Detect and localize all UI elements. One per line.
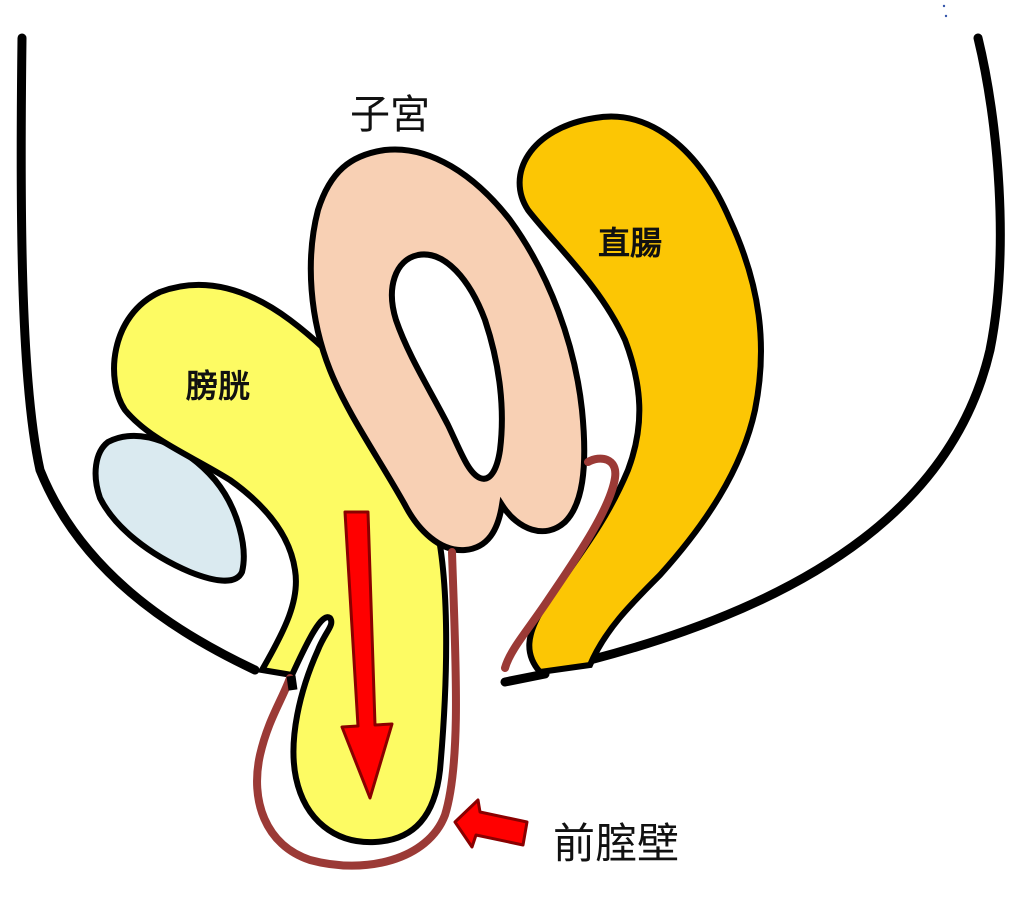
perineal-mark-left [286,675,298,691]
label-rectum: 直腸 [598,224,662,262]
descent-arrow [340,510,394,800]
label-anterior-wall: 前腟壁 [553,819,679,868]
uterus-cavity [388,251,505,482]
corner-dot [944,14,948,18]
label-bladder: 膀胱 [186,367,250,405]
posterior-vaginal-wall [501,454,620,672]
perineal-mark-right [500,669,550,687]
pointer-arrow [453,798,529,849]
label-uterus: 子宮 [350,92,430,138]
body-contour-left [16,33,260,675]
anterior-vaginal-wall [253,548,460,870]
rectum [516,113,764,676]
body-contour-right [585,33,1005,665]
corner-dot [942,4,946,8]
